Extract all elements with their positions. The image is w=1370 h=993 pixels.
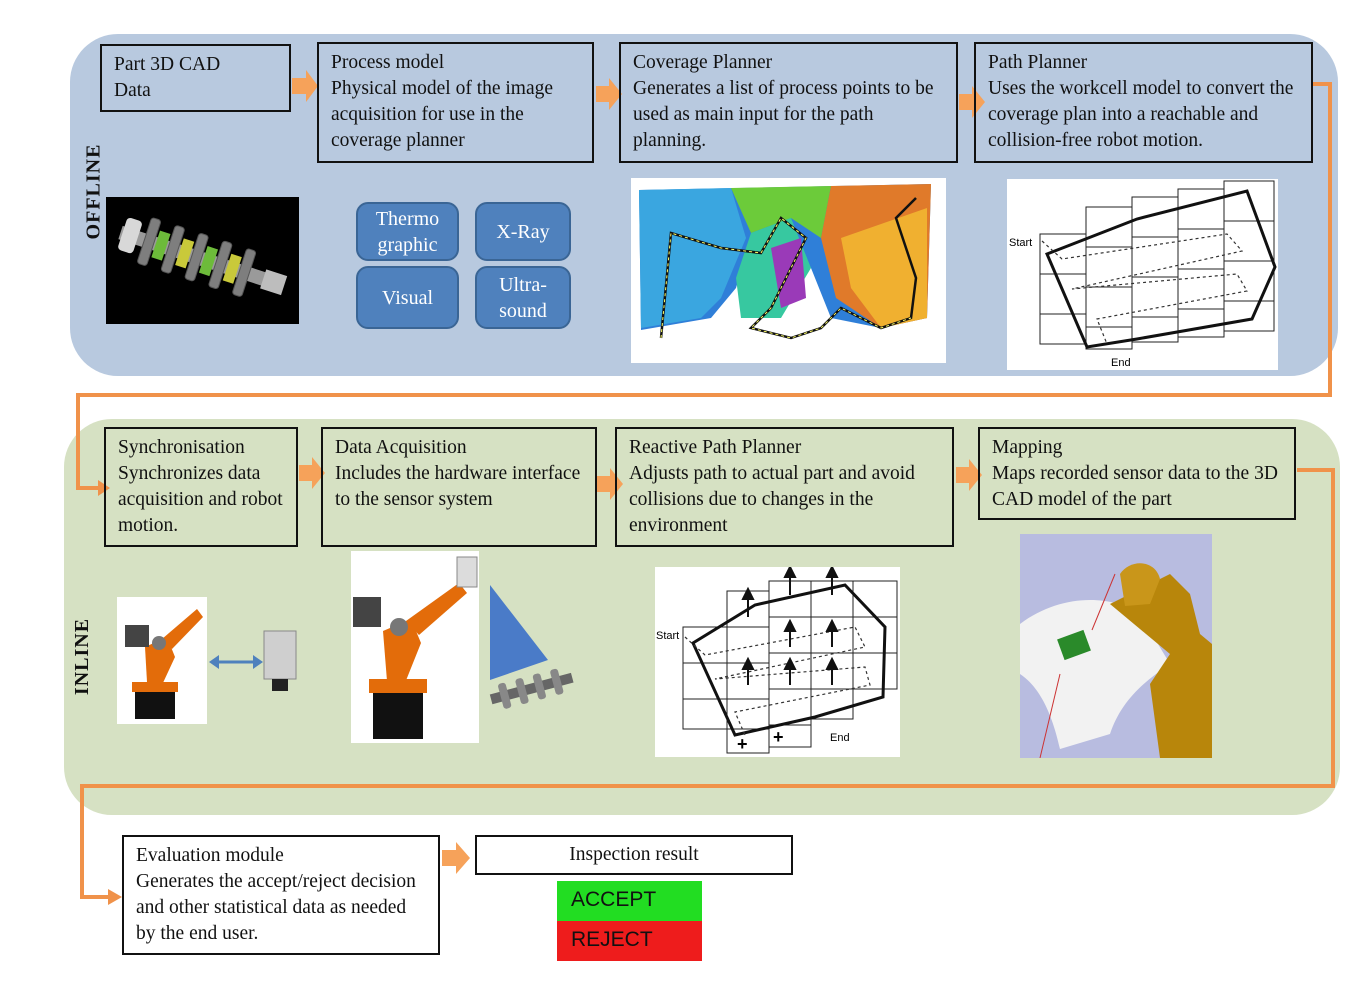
modality-thermographic: Thermo graphic (356, 202, 459, 261)
box-title: Mapping (992, 437, 1063, 458)
modality-ultrasound: Ultra-sound (475, 266, 571, 329)
box-title: Coverage Planner (633, 52, 773, 73)
box-title: Data Acquisition (335, 437, 467, 458)
path-start-label: Start (1009, 237, 1032, 249)
path-planner-box: Path Planner Uses the workcell model to … (974, 42, 1313, 163)
reject-badge: REJECT (557, 921, 702, 961)
box-text: Maps recorded sensor data to the 3D CAD … (992, 463, 1278, 510)
flow-arrowhead-2 (108, 889, 122, 905)
camera-image (262, 629, 298, 693)
box-text: Includes the hardware interface to the s… (335, 463, 581, 510)
box-title: Process model (331, 52, 445, 73)
svg-text:+: + (737, 734, 748, 754)
modality-xray: X-Ray (475, 202, 571, 261)
inline-to-eval-line (80, 468, 1335, 899)
evaluation-module-box: Evaluation module Generates the accept/r… (122, 835, 440, 955)
part-cad-box: Part 3D CAD Data (100, 44, 291, 112)
mapping-box: Mapping Maps recorded sensor data to the… (978, 427, 1296, 520)
coverage-planner-box: Coverage Planner Generates a list of pro… (619, 42, 958, 163)
path-plan-image: Start End (1007, 179, 1278, 370)
robot-sensor-image (351, 551, 479, 743)
sensor-cone-crankshaft (489, 585, 574, 709)
box-title: Reactive Path Planner (629, 437, 802, 458)
reactive-end-label: End (830, 732, 850, 744)
box-text: Generates the accept/reject decision and… (136, 871, 416, 944)
box-text: Synchronizes data acquisition and robot … (118, 463, 283, 536)
box-text: Physical model of the image acquisition … (331, 78, 554, 151)
offline-to-inline-line (76, 82, 1332, 490)
box-title: Part 3D CAD (114, 54, 221, 75)
reactive-path-image: + + Start End (655, 564, 900, 757)
crankshaft-image (106, 197, 299, 324)
path-end-label: End (1111, 357, 1131, 369)
process-model-box: Process model Physical model of the imag… (317, 42, 594, 163)
box-text: Adjusts path to actual part and avoid co… (629, 463, 915, 536)
reactive-path-planner-box: Reactive Path Planner Adjusts path to ac… (615, 427, 954, 547)
synchronisation-box: Synchronisation Synchronizes data acquis… (104, 427, 298, 547)
inspection-result-box: Inspection result (475, 835, 793, 875)
arrow-icon (292, 70, 318, 102)
svg-text:+: + (773, 727, 784, 747)
box-title: Evaluation module (136, 845, 284, 866)
data-acquisition-box: Data Acquisition Includes the hardware i… (321, 427, 597, 547)
arrow-icon (959, 86, 985, 118)
coverage-map-image (631, 178, 946, 363)
reactive-start-label: Start (656, 630, 679, 642)
box-text: Generates a list of process points to be… (633, 78, 934, 151)
modality-visual: Visual (356, 266, 459, 329)
accept-badge: ACCEPT (557, 881, 702, 921)
box-title: Path Planner (988, 52, 1088, 73)
sync-double-arrow (209, 655, 263, 669)
inspection-result-title: Inspection result (569, 844, 699, 865)
robot-image (117, 597, 207, 724)
box-title: Synchronisation (118, 437, 245, 458)
arrow-icon (442, 842, 470, 874)
box-text: Data (114, 80, 151, 101)
arrow-icon (956, 459, 982, 491)
arrow-icon (299, 457, 325, 489)
arrow-icon (596, 78, 622, 110)
box-text: Uses the workcell model to convert the c… (988, 78, 1294, 151)
mapping-image (1020, 534, 1212, 759)
